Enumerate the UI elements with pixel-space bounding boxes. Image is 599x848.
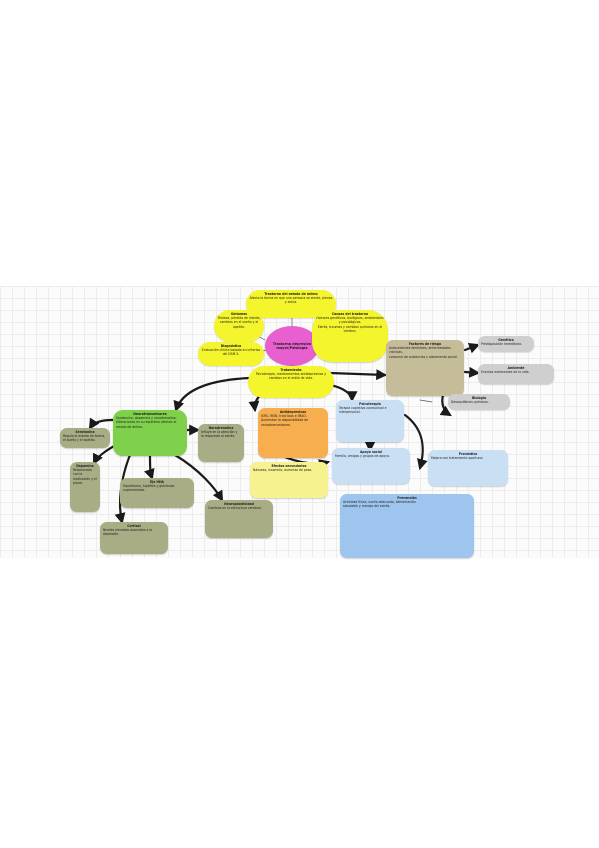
node-genetics[interactable]: Genética Predisposición hereditaria. xyxy=(478,336,534,352)
node-biology[interactable]: Biología Desequilibrios químicos. xyxy=(448,394,510,410)
node-neurotransmitters-body: Serotonina, dopamina y noradrenalina. Al… xyxy=(116,416,177,429)
node-symptoms-body: Tristeza, pérdida de interés, cambios en… xyxy=(217,316,261,329)
node-top-intro-title: Trastorno del estado de ánimo xyxy=(264,292,318,296)
node-treatment-title: Tratamiento xyxy=(280,368,302,372)
node-serotonin[interactable]: Serotonina Regula el estado de ánimo, el… xyxy=(60,428,110,448)
node-diagnosis[interactable]: Diagnóstico Evaluación clínica basada en… xyxy=(198,342,264,366)
node-hha-body: Hipotálamo, hipófisis y glándulas suprar… xyxy=(123,484,175,493)
central-topic-title: Trastorno depresivo mayor/Patología xyxy=(272,341,312,350)
node-diagnosis-title: Diagnóstico xyxy=(220,344,242,348)
node-antidepressants-title: Antidepresivos xyxy=(279,410,307,414)
node-serotonin-title: Serotonina xyxy=(75,430,95,434)
node-treatment-body: Psicoterapia, medicamentos antidepresivo… xyxy=(255,372,327,381)
node-psychotherapy-body: Terapia cognitivo-conductual e interpers… xyxy=(339,406,387,415)
node-side-effects[interactable]: Efectos secundarios Náuseas, insomnio, a… xyxy=(250,462,328,498)
node-environment[interactable]: Ambiente Eventos estresantes de la vida. xyxy=(478,364,554,384)
node-cortisol-body: Niveles elevados asociados a la depresió… xyxy=(103,528,153,537)
node-causes-body: Factores genéticos, biológicos, ambienta… xyxy=(316,316,384,333)
node-prevention[interactable]: Prevención Actividad física, sueño adecu… xyxy=(340,494,474,558)
node-noradrenaline[interactable]: Noradrenalina Influye en la atención y l… xyxy=(198,424,244,462)
node-social-support-title: Apoyo social xyxy=(360,450,382,454)
node-risk-factors-body: Antecedentes familiares, enfermedades cr… xyxy=(389,346,458,359)
node-symptoms-title: Síntomas xyxy=(230,312,248,316)
node-cortisol[interactable]: Cortisol Niveles elevados asociados a la… xyxy=(100,522,168,554)
node-dopamine[interactable]: Dopamina Relacionada con la motivación y… xyxy=(70,462,100,512)
node-antidepressants[interactable]: Antidepresivos ISRS, IRSN, tricíclicos e… xyxy=(258,408,328,458)
node-prognosis-title: Pronóstico xyxy=(458,452,478,456)
node-genetics-title: Genética xyxy=(498,338,514,342)
node-serotonin-body: Regula el estado de ánimo, el sueño y el… xyxy=(63,434,106,443)
node-dopamine-title: Dopamina xyxy=(76,464,94,468)
node-causes[interactable]: Causas del trastorno Factores genéticos,… xyxy=(312,310,388,362)
node-noradrenaline-body: Influye en la atención y la respuesta al… xyxy=(201,430,238,439)
node-neurotransmitters[interactable]: Neurotransmisores Serotonina, dopamina y… xyxy=(113,410,187,456)
node-top-intro-body: Afecta la forma en que una persona se si… xyxy=(249,296,333,305)
node-hha-title: Eje HHA xyxy=(150,480,164,484)
node-neuroplasticity[interactable]: Neuroplasticidad Cambios en la estructur… xyxy=(205,500,273,538)
node-risk-factors-title: Factores de riesgo xyxy=(408,342,442,346)
node-neuroplasticity-title: Neuroplasticidad xyxy=(224,502,254,506)
node-hha[interactable]: Eje HHA Hipotálamo, hipófisis y glándula… xyxy=(120,478,194,508)
node-psychotherapy[interactable]: Psicoterapia Terapia cognitivo-conductua… xyxy=(336,400,404,442)
node-cortisol-title: Cortisol xyxy=(127,524,141,528)
node-side-effects-title: Efectos secundarios xyxy=(271,464,307,468)
node-treatment[interactable]: Tratamiento Psicoterapia, medicamentos a… xyxy=(248,366,334,398)
node-causes-title: Causas del trastorno xyxy=(331,312,369,316)
node-genetics-body: Predisposición hereditaria. xyxy=(481,342,522,347)
node-neuroplasticity-body: Cambios en la estructura cerebral. xyxy=(208,506,262,511)
node-environment-body: Eventos estresantes de la vida. xyxy=(481,370,530,375)
node-risk-factors[interactable]: Factores de riesgo Antecedentes familiar… xyxy=(386,340,464,396)
node-prognosis[interactable]: Pronóstico Mejora con tratamiento oportu… xyxy=(428,450,508,486)
node-dopamine-body: Relacionada con la motivación y el place… xyxy=(73,468,97,485)
node-diagnosis-body: Evaluación clínica basada en criterios d… xyxy=(201,348,261,357)
node-psychotherapy-title: Psicoterapia xyxy=(359,402,381,406)
node-prognosis-body: Mejora con tratamiento oportuno. xyxy=(431,456,484,461)
node-social-support[interactable]: Apoyo social Familia, amigos y grupos de… xyxy=(332,448,410,484)
node-environment-title: Ambiente xyxy=(507,366,525,370)
node-prevention-body: Actividad física, sueño adecuado, alimen… xyxy=(343,500,416,509)
node-antidepressants-body: ISRS, IRSN, tricíclicos e IMAO. Aumentan… xyxy=(261,414,309,427)
node-social-support-body: Familia, amigos y grupos de apoyo. xyxy=(335,454,390,459)
node-neurotransmitters-title: Neurotransmisores xyxy=(133,412,167,416)
node-prevention-title: Prevención xyxy=(397,496,417,500)
node-symptoms[interactable]: Síntomas Tristeza, pérdida de interés, c… xyxy=(214,310,264,342)
node-noradrenaline-title: Noradrenalina xyxy=(208,426,234,430)
central-topic[interactable]: Trastorno depresivo mayor/Patología xyxy=(265,326,319,366)
node-biology-title: Biología xyxy=(471,396,487,400)
node-side-effects-body: Náuseas, insomnio, aumento de peso. xyxy=(253,468,313,473)
node-biology-body: Desequilibrios químicos. xyxy=(451,400,489,405)
